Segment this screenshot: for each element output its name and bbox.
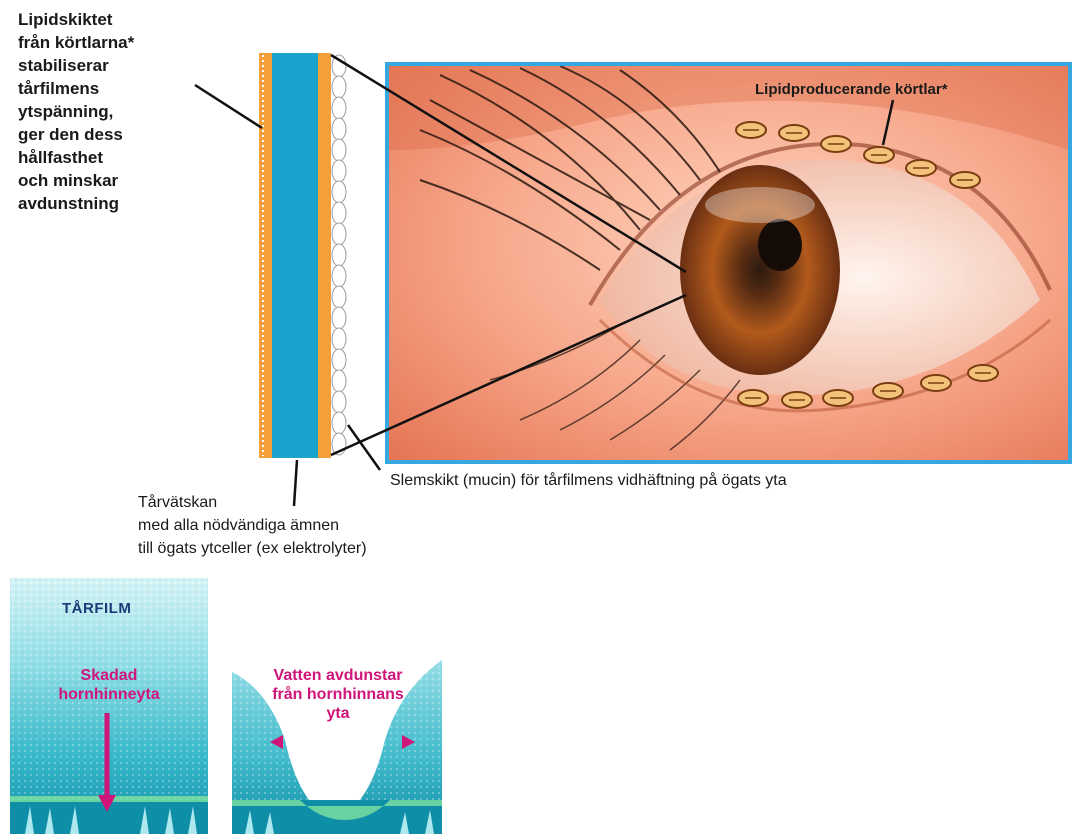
aqueous-layer [272,53,318,458]
panel1-title: TÅRFILM [62,600,131,617]
lipid-layer-description: Lipidskiktet från körtlarna* stabilisera… [18,8,218,215]
panel2-caption: Vatten avdunstar från hornhinnans yta [236,666,440,723]
mucin-layer [332,55,346,455]
tear-fluid-label: Tårvätskan med alla nödvändiga ämnen til… [138,491,518,560]
mucin-callout-line [348,425,380,470]
eye-illustration [387,64,1070,462]
lipid-layer-inner [318,53,331,458]
tear-film-layers [259,53,346,458]
panel1-caption: Skadad hornhinneyta [12,666,206,704]
pupil [758,219,802,271]
mucin-label: Slemskikt (mucin) för tårfilmens vidhäft… [390,469,787,492]
lipid-layer [259,53,272,458]
glands-label: Lipidproducerande körtlar* [755,78,948,101]
